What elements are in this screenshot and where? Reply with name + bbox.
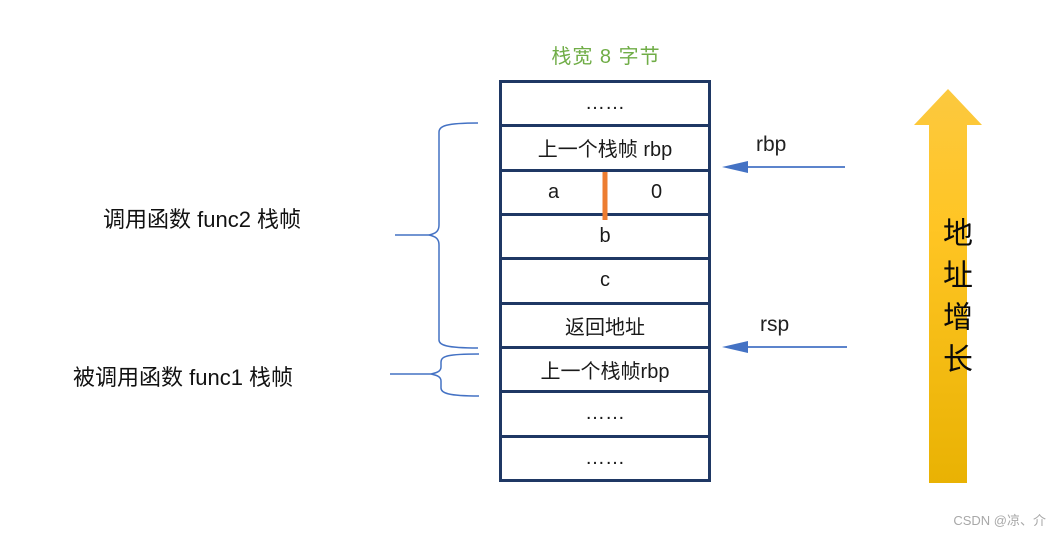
cell-label: ……: [585, 402, 625, 425]
cell-label-a: a: [547, 180, 560, 203]
stack-row-ellipsis-top: ……: [502, 83, 708, 124]
stack-row-return-address: 返回地址: [502, 301, 708, 346]
stack-row-a0: a 0: [502, 168, 708, 220]
watermark: CSDN @凉、介: [953, 513, 1046, 528]
cell-label: c: [600, 269, 610, 292]
label-func2-frame: 调用函数 func2 栈帧: [103, 207, 302, 232]
stack-row-ellipsis-bottom: ……: [502, 434, 708, 479]
rsp-arrow: [722, 341, 847, 353]
cell-label-0: 0: [650, 180, 663, 203]
cell-label: ……: [585, 92, 625, 115]
label-rbp: rbp: [756, 133, 787, 156]
cell-label: b: [599, 225, 611, 248]
cell-label: 上一个栈帧rbp: [540, 361, 670, 384]
address-growth-text: 地址增长: [938, 217, 971, 385]
stack-table: …… 上一个栈帧 rbp a 0 b c 返回地址 上一个栈帧rbp …… ……: [499, 80, 711, 482]
stack-row-prev-rbp-func1: 上一个栈帧rbp: [502, 345, 708, 390]
stack-row-prev-rbp-func2: 上一个栈帧 rbp: [502, 124, 708, 168]
func1-brace: [430, 353, 480, 397]
cell-label: ……: [585, 446, 625, 469]
func2-brace: [428, 122, 479, 349]
label-func1-frame: 被调用函数 func1 栈帧: [73, 365, 294, 390]
cell-label: 上一个栈帧 rbp: [537, 139, 673, 162]
stack-width-caption: 栈宽 8 字节: [551, 46, 661, 68]
label-rsp: rsp: [760, 313, 790, 336]
stack-row-ellipsis-mid: ……: [502, 390, 708, 434]
cell-label: 返回地址: [565, 316, 645, 339]
stack-row-c: c: [502, 257, 708, 301]
rbp-arrow: [722, 161, 845, 173]
orange-divider: [602, 171, 608, 220]
